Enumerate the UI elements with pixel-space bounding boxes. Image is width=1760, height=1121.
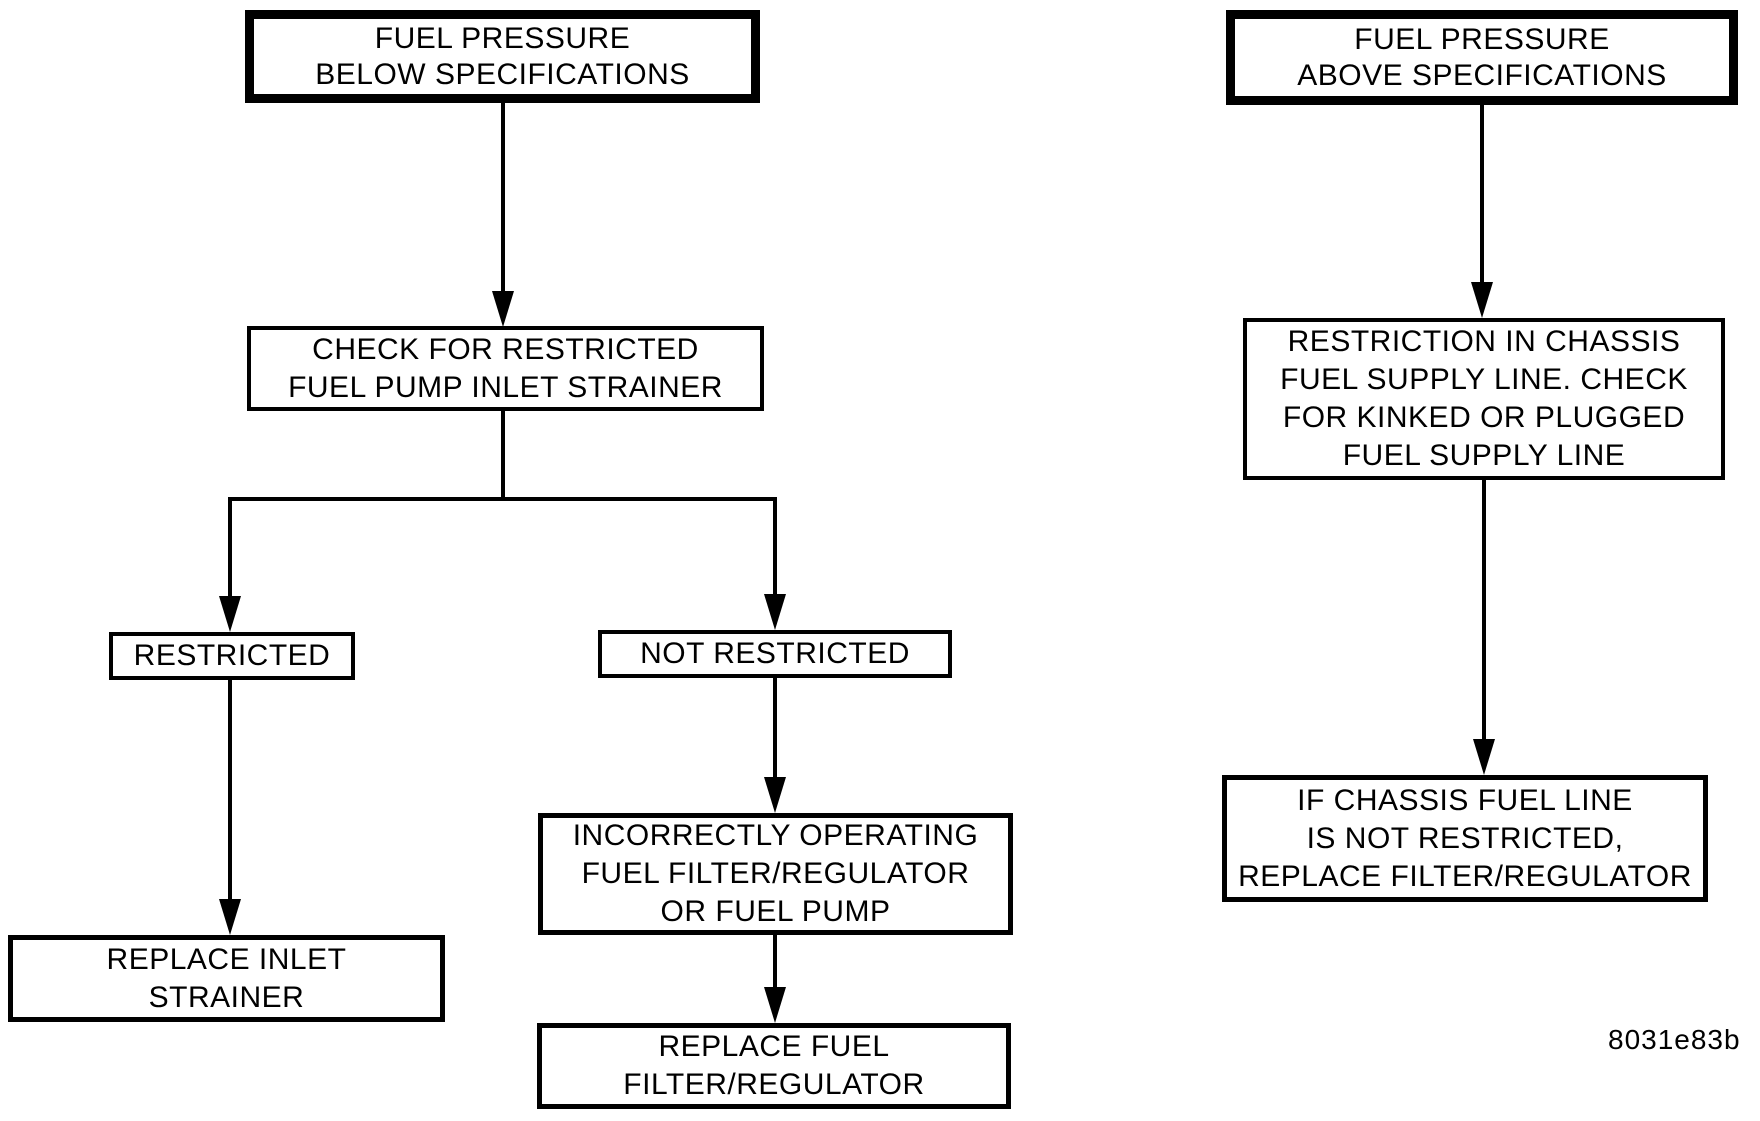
arrowhead-down-icon [219,899,241,935]
arrowhead-down-icon [764,594,786,630]
node-text-line: RESTRICTION IN CHASSIS [1287,325,1681,358]
figure-code-label: 8031e83b [1608,1024,1741,1055]
node-check-inlet-strainer: CHECK FOR RESTRICTED FUEL PUMP INLET STR… [247,326,764,411]
arrowhead-down-icon [1473,739,1495,775]
arrow-branch-to-restricted [219,499,241,632]
node-incorrectly-operating: INCORRECTLY OPERATING FUEL FILTER/REGULA… [538,813,1013,935]
arrow-shaft [773,935,777,989]
arrow-incorrect-op-to-replace-filter [764,935,786,1023]
node-text-line: FUEL PRESSURE [1354,22,1610,56]
node-text-line: STRAINER [148,980,305,1014]
node-replace-filter-if-not-restricted: IF CHASSIS FUEL LINE IS NOT RESTRICTED, … [1222,775,1708,902]
node-text-line: FUEL PUMP INLET STRAINER [288,370,723,404]
arrowhead-down-icon [1471,282,1493,318]
arrow-restriction-check-to-replace-filter [1473,480,1495,775]
arrowhead-down-icon [219,596,241,632]
node-text-line: IS NOT RESTRICTED, [1306,821,1624,855]
arrow-branch-to-not-restricted [764,499,786,630]
node-restriction-in-chassis-line: RESTRICTION IN CHASSIS FUEL SUPPLY LINE.… [1243,318,1725,480]
node-fuel-pressure-below-specs: FUEL PRESSURE BELOW SPECIFICATIONS [245,10,760,103]
arrow-shaft [1480,105,1484,284]
node-restricted: RESTRICTED [109,632,355,680]
node-text-line: REPLACE FUEL [658,1030,890,1063]
arrow-shaft [228,680,232,901]
node-text-line: FUEL SUPPLY LINE. CHECK [1280,363,1688,396]
node-text-line: BELOW SPECIFICATIONS [315,57,690,91]
node-text-line: FUEL PRESSURE [374,21,631,55]
arrow-not-restricted-to-incorrect-op [764,678,786,813]
node-text-line: REPLACE FILTER/REGULATOR [1238,859,1692,893]
node-text-line: OR FUEL PUMP [660,895,891,928]
node-text-line: FOR KINKED OR PLUGGED [1282,401,1686,434]
arrow-shaft [773,499,777,596]
arrow-above-specs-to-restriction-check [1471,105,1493,318]
arrow-restricted-to-replace-strainer [219,680,241,935]
node-replace-fuel-filter-regulator: REPLACE FUEL FILTER/REGULATOR [537,1023,1011,1109]
node-replace-inlet-strainer: REPLACE INLET STRAINER [8,935,445,1022]
node-fuel-pressure-above-specs: FUEL PRESSURE ABOVE SPECIFICATIONS [1226,10,1738,105]
node-text-line: RESTRICTED [133,639,331,672]
connector-splitter [228,497,777,501]
arrow-shaft [228,499,232,598]
arrowhead-down-icon [764,777,786,813]
node-text-line: NOT RESTRICTED [640,637,910,670]
arrowhead-down-icon [764,987,786,1023]
connector-stem [501,411,505,501]
node-not-restricted: NOT RESTRICTED [598,630,952,678]
arrow-shaft [501,103,505,293]
node-text-line: CHECK FOR RESTRICTED [312,332,699,366]
node-text-line: FUEL SUPPLY LINE [1342,439,1626,472]
arrow-below-specs-to-check-strainer [492,103,514,327]
node-text-line: INCORRECTLY OPERATING [572,819,979,852]
arrow-shaft [773,678,777,779]
arrowhead-down-icon [492,291,514,327]
node-text-line: IF CHASSIS FUEL LINE [1297,783,1633,817]
node-text-line: REPLACE INLET [106,942,347,976]
node-text-line: FUEL FILTER/REGULATOR [581,857,970,890]
node-text-line: ABOVE SPECIFICATIONS [1297,58,1667,92]
arrow-shaft [1482,480,1486,741]
node-text-line: FILTER/REGULATOR [623,1068,925,1101]
